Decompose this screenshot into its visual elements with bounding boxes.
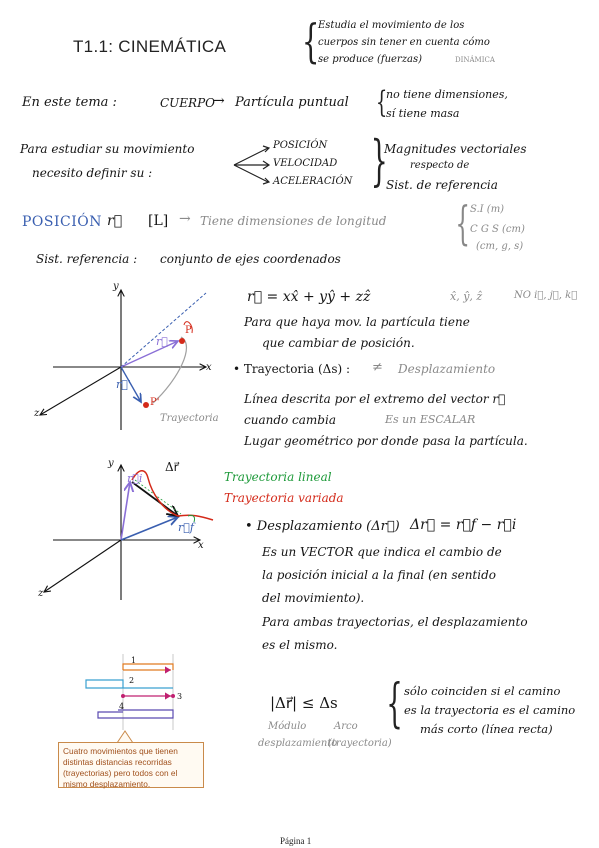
posicion-dim: [L] (148, 213, 169, 229)
posicion-unit-cgs-detail: (cm, g, s) (476, 241, 524, 252)
sist-ref-label: Sist. referencia : (36, 252, 138, 266)
sist-ref-text: conjunto de ejes coordenados (160, 252, 341, 266)
diagram1-point-p: P (185, 325, 192, 336)
estudio-brace: } (370, 129, 388, 192)
trayectoria-neq: ≠ (372, 360, 383, 375)
desplazamiento-formula: Δr⃗ = r⃗f − r⃗i (410, 517, 517, 533)
diagram1-trayectoria: Trayectoria (160, 413, 219, 424)
estudio-item-velocidad: VELOCIDAD (273, 158, 338, 169)
trayectoria-desplazamiento: Desplazamiento (398, 362, 496, 376)
tema-brace: { (375, 85, 388, 120)
tema-particula: Partícula puntual (235, 95, 349, 110)
vector-r-line-2: que cambiar de posición. (262, 336, 415, 350)
desplazamiento-line-4: Para ambas trayectorias, el desplazamien… (262, 615, 528, 629)
desplazamiento-line-2: la posición inicial a la final (en senti… (262, 568, 496, 582)
estudio-item-aceleracion: ACELERACIÓN (273, 176, 353, 187)
paths-caption: Cuatro movimientos que tienen distintas … (58, 742, 204, 789)
diagram2-variada: Trayectoria variada (224, 491, 344, 505)
estudio-line-2: necesito definir su : (32, 166, 153, 180)
trayectoria-heading: • Trayectoria (Δs) : (233, 362, 351, 376)
inequality-note-3: más corto (línea recta) (420, 722, 553, 736)
trayectoria-line-2: cuando cambia (244, 413, 336, 427)
diagram2-lineal: Trayectoria lineal (224, 470, 332, 484)
trayectoria-line-3: Lugar geométrico por donde pasa la partí… (244, 434, 528, 448)
tema-note-2: sí tiene masa (386, 107, 460, 120)
diagram-position-axes (28, 285, 228, 430)
tema-label: En este tema : (22, 95, 117, 110)
diagram1-vec-r: r⃗ (156, 335, 168, 348)
inequality-note-1: sólo coinciden si el camino (404, 684, 561, 698)
paths-label-1: 1 (131, 656, 137, 665)
diagram1-axis-y: y (113, 281, 119, 292)
estudio-branch-arrows (233, 145, 271, 185)
diagram1-point-p2: P' (150, 397, 160, 408)
diagram2-axis-y: y (108, 458, 114, 469)
paths-label-2: 2 (129, 676, 135, 685)
desplazamiento-heading: • Desplazamiento (Δr⃗) (245, 519, 400, 534)
estudio-item-posicion: POSICIÓN (273, 140, 328, 151)
inequality-sub-right-1: Arco (334, 721, 358, 732)
posicion-dim-text: Tiene dimensiones de longitud (200, 214, 387, 228)
paths-label-4: 4 (119, 702, 125, 711)
vector-r-no-note: NO i⃗, j⃗, k⃗ (514, 290, 578, 301)
diagram2-axis-x: x (198, 540, 204, 551)
tema-cuerpo: CUERPO (160, 96, 216, 110)
estudio-right-1: Magnitudes vectoriales (384, 142, 527, 156)
diagram1-axis-z: z (34, 408, 40, 419)
inequality-sub-right-2: (trayectoria) (328, 738, 392, 749)
page-footer: Página 1 (280, 836, 312, 846)
posicion-units-brace: { (455, 196, 470, 250)
posicion-unit-si: S.I (m) (470, 204, 505, 215)
estudio-right-2: respecto de (410, 160, 470, 171)
inequality-sub-left-2: desplazamiento (258, 738, 338, 749)
header-brace: { (301, 14, 320, 68)
inequality-formula: |Δr⃗| ≤ Δs (270, 694, 338, 712)
header-note-line-3: se produce (fuerzas) (318, 54, 422, 65)
estudio-right-3: Sist. de referencia (386, 178, 498, 192)
header-note-line-1: Estudia el movimiento de los (318, 20, 465, 31)
trayectoria-escalar: Es un ESCALAR (385, 413, 476, 426)
paths-callout-pointer (116, 730, 134, 744)
diagram2-ri: r⃗i (127, 472, 143, 485)
diagram-displacement-axes (28, 460, 214, 600)
desplazamiento-line-3: del movimiento). (262, 591, 365, 605)
tema-note-1: no tiene dimensiones, (386, 88, 508, 101)
header-note-line-2: cuerpos sin tener en cuenta cómo (318, 37, 490, 48)
desplazamiento-line-1: Es un VECTOR que indica el cambio de (262, 545, 502, 559)
vector-r-line-1: Para que haya mov. la partícula tiene (244, 315, 470, 329)
paths-figure (85, 654, 175, 730)
inequality-note-2: es la trayectoria es el camino (404, 703, 576, 717)
posicion-arrow: → (179, 211, 191, 227)
diagram1-vec-r2: r⃗' (116, 378, 131, 391)
desplazamiento-line-5: es el mismo. (262, 638, 338, 652)
inequality-brace: { (386, 674, 403, 734)
header-note-tag: DINÁMICA (455, 56, 495, 64)
inequality-sub-left-1: Módulo (268, 721, 307, 732)
posicion-unit-cgs: C G S (cm) (470, 224, 525, 235)
diagram2-rf: r⃗f (178, 521, 194, 534)
tema-arrow: → (213, 93, 225, 109)
vector-r-unit-vectors: x̂, ŷ, ẑ (450, 290, 483, 303)
posicion-symbol: r⃗ (107, 213, 123, 229)
diagram1-axis-x: x (206, 362, 212, 373)
trayectoria-line-1: Línea descrita por el extremo del vector… (244, 392, 506, 406)
diagram2-axis-z: z (38, 588, 44, 599)
posicion-label: POSICIÓN (22, 214, 102, 230)
vector-r-formula: r⃗ = xx̂ + yŷ + zẑ (247, 289, 371, 305)
estudio-line-1: Para estudiar su movimiento (20, 142, 195, 156)
page-title: T1.1: CINEMÁTICA (73, 37, 227, 56)
diagram2-delta-r: Δr⃗ (165, 460, 179, 474)
paths-label-3: 3 (177, 692, 183, 701)
